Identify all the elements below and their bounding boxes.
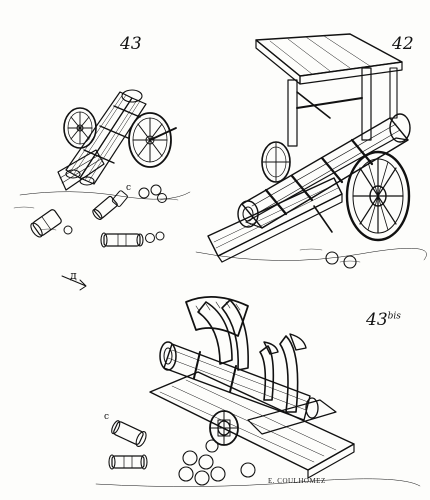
fig43-long-chamber	[100, 232, 144, 248]
fig43bis-base	[149, 371, 355, 479]
figure-number-43bis: 43bis	[366, 312, 401, 330]
fig42-cannon-barrel	[237, 113, 411, 229]
figure-43-double-cannon	[13, 89, 191, 291]
fig42-posts	[287, 67, 398, 147]
figure-number-43bis-main: 43	[366, 310, 388, 330]
label-c-bottom: c	[104, 412, 110, 422]
fig43bis-wheel	[209, 410, 239, 446]
fig42-cannon-balls	[325, 251, 357, 269]
fig43-right-wheel	[128, 112, 177, 168]
fig43-arrow-mark	[61, 275, 87, 291]
label-c-left: c	[126, 183, 132, 193]
fig43-chambers	[30, 190, 144, 248]
fig42-left-wheel	[261, 141, 291, 183]
fig43bis-right-shield	[259, 333, 307, 413]
figure-number-43bis-suffix: bis	[387, 311, 401, 322]
engraver-signature: E. COULHOMEZ	[268, 477, 326, 485]
fig43-cannon-balls	[63, 184, 167, 243]
figure-42-covered-cannon	[195, 33, 427, 269]
fig43bis-left-shield	[185, 295, 249, 371]
fig43bis-cannon-balls	[178, 439, 256, 486]
fig43-ground	[13, 191, 191, 231]
figure-number-43: 43	[120, 34, 142, 54]
label-mark: д	[70, 269, 77, 282]
fig42-ground	[195, 247, 427, 263]
figure-number-42: 42	[392, 34, 414, 54]
fig42-roof	[255, 33, 403, 85]
figure-43bis-shielded-cannon	[95, 295, 421, 487]
fig43-left-wheel	[63, 107, 97, 149]
fig43bis-ground	[95, 478, 421, 487]
fig43-barrels	[65, 89, 147, 186]
fig43bis-barrel	[159, 341, 319, 421]
fig43bis-chambers	[108, 420, 148, 470]
fig42-right-wheel	[345, 150, 411, 242]
fig42-carriage-plank	[207, 177, 343, 263]
